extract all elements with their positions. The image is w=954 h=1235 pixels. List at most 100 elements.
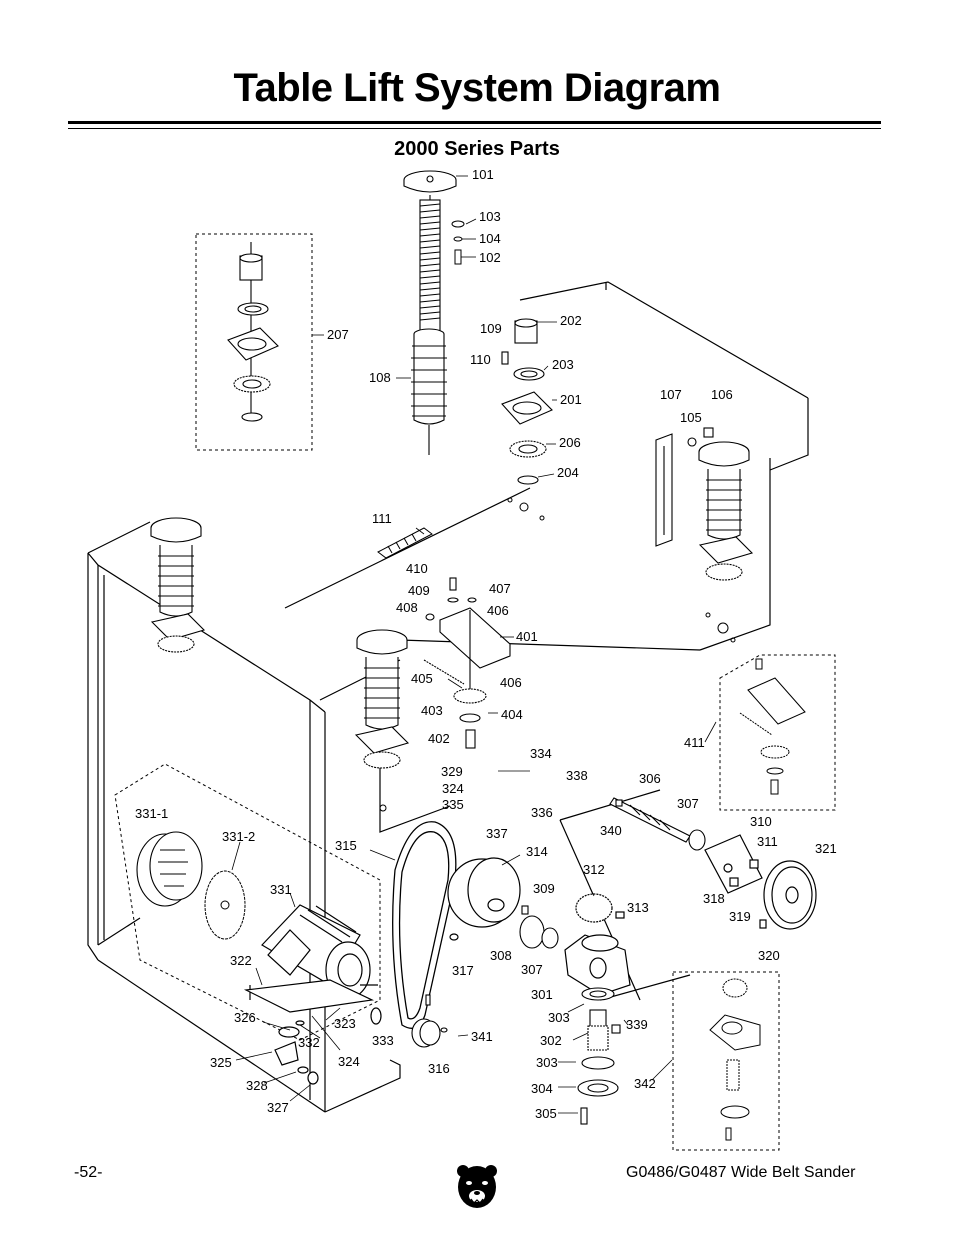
label-319: 319 bbox=[729, 909, 751, 924]
label-203: 203 bbox=[552, 357, 574, 372]
fan-cover-331-1 bbox=[136, 831, 203, 907]
belt-315 bbox=[392, 821, 457, 1029]
label-303: 303 bbox=[548, 1010, 570, 1025]
label-307b: 307 bbox=[521, 962, 543, 977]
label-336: 336 bbox=[531, 805, 553, 820]
label-405: 405 bbox=[411, 671, 433, 686]
label-314: 314 bbox=[526, 844, 548, 859]
label-306: 306 bbox=[639, 771, 661, 786]
label-326: 326 bbox=[234, 1010, 256, 1025]
pulley-314 bbox=[447, 857, 521, 941]
label-329: 329 bbox=[441, 764, 463, 779]
label-402: 402 bbox=[428, 731, 450, 746]
label-406: 406 bbox=[487, 603, 509, 618]
gearbox-301 bbox=[564, 893, 631, 996]
motor-331 bbox=[243, 904, 382, 1085]
label-105: 105 bbox=[680, 410, 702, 425]
label-337: 337 bbox=[486, 826, 508, 841]
label-324b: 324 bbox=[338, 1054, 360, 1069]
chain-111 bbox=[377, 527, 433, 559]
label-323: 323 bbox=[334, 1016, 356, 1031]
label-321: 321 bbox=[815, 841, 837, 856]
label-328: 328 bbox=[246, 1078, 268, 1093]
label-207: 207 bbox=[327, 327, 349, 342]
label-331: 331 bbox=[270, 882, 292, 897]
leader-lines bbox=[231, 175, 717, 1114]
label-305: 305 bbox=[535, 1106, 557, 1121]
label-335: 335 bbox=[442, 797, 464, 812]
label-322: 322 bbox=[230, 953, 252, 968]
gear-stack-302-305 bbox=[577, 987, 621, 1125]
label-309: 309 bbox=[533, 881, 555, 896]
label-315: 315 bbox=[335, 838, 357, 853]
label-320: 320 bbox=[758, 948, 780, 963]
title-rule-thick bbox=[68, 121, 881, 124]
label-307: 307 bbox=[677, 796, 699, 811]
label-317: 317 bbox=[452, 963, 474, 978]
label-327: 327 bbox=[267, 1100, 289, 1115]
label-333: 333 bbox=[372, 1033, 394, 1048]
label-341: 341 bbox=[471, 1029, 493, 1044]
label-334: 334 bbox=[530, 746, 552, 761]
label-107: 107 bbox=[660, 387, 682, 402]
label-302: 302 bbox=[540, 1033, 562, 1048]
part-number-labels: 101 103 104 102 207 202 109 110 203 108 … bbox=[135, 167, 837, 1121]
plate-310 bbox=[704, 834, 763, 894]
label-401: 401 bbox=[516, 629, 538, 644]
frame-holes bbox=[379, 497, 736, 812]
label-409: 409 bbox=[408, 583, 430, 598]
page-number: -52- bbox=[74, 1164, 103, 1181]
lift-column-center bbox=[354, 629, 410, 769]
label-106: 106 bbox=[711, 387, 733, 402]
label-110: 110 bbox=[470, 352, 491, 367]
label-104: 104 bbox=[479, 231, 501, 246]
label-404: 404 bbox=[501, 707, 523, 722]
gearbox-detail-342 bbox=[709, 978, 761, 1141]
label-206: 206 bbox=[559, 435, 581, 450]
label-301: 301 bbox=[531, 987, 553, 1002]
tensioner-400 bbox=[423, 577, 511, 749]
label-406b: 406 bbox=[500, 675, 522, 690]
label-312: 312 bbox=[583, 862, 605, 877]
label-338: 338 bbox=[566, 768, 588, 783]
title-rule-thin bbox=[68, 128, 881, 129]
label-403: 403 bbox=[421, 703, 443, 718]
label-102: 102 bbox=[479, 250, 501, 265]
tensioner-detail-411 bbox=[739, 658, 806, 795]
label-316: 316 bbox=[428, 1061, 450, 1076]
label-410: 410 bbox=[406, 561, 428, 576]
label-325: 325 bbox=[210, 1055, 232, 1070]
label-411: 411 bbox=[684, 735, 705, 750]
label-303b: 303 bbox=[536, 1055, 558, 1070]
label-103: 103 bbox=[479, 209, 501, 224]
label-324: 324 bbox=[442, 781, 464, 796]
rail-107 bbox=[655, 427, 714, 547]
handwheel-321 bbox=[759, 860, 817, 930]
label-342: 342 bbox=[634, 1076, 656, 1091]
bearing-assembly-207 bbox=[227, 242, 279, 422]
grizzly-bear-logo-icon bbox=[457, 1165, 497, 1208]
model-name: G0486/G0487 Wide Belt Sander bbox=[626, 1164, 856, 1181]
label-111: 111 bbox=[372, 511, 392, 526]
label-331-2: 331-2 bbox=[222, 829, 255, 844]
label-331-1: 331-1 bbox=[135, 806, 168, 821]
page-title: Table Lift System Diagram bbox=[233, 66, 721, 110]
label-201: 201 bbox=[560, 392, 582, 407]
label-340: 340 bbox=[600, 823, 622, 838]
sprocket-stack-200 bbox=[501, 318, 553, 485]
machine-base-frame bbox=[87, 281, 809, 1113]
label-408: 408 bbox=[396, 600, 418, 615]
label-318: 318 bbox=[703, 891, 725, 906]
shaft-306 bbox=[609, 797, 706, 851]
section-subtitle: 2000 Series Parts bbox=[394, 138, 560, 160]
label-108: 108 bbox=[369, 370, 391, 385]
label-407: 407 bbox=[489, 581, 511, 596]
label-339: 339 bbox=[626, 1017, 648, 1032]
screw-hardware-103-104-102 bbox=[451, 220, 465, 265]
lift-column-left bbox=[150, 517, 206, 653]
fan-331-2 bbox=[204, 870, 246, 940]
lead-screw-assembly bbox=[403, 170, 457, 455]
label-332: 332 bbox=[298, 1035, 320, 1050]
detail-boxes bbox=[114, 233, 836, 1151]
